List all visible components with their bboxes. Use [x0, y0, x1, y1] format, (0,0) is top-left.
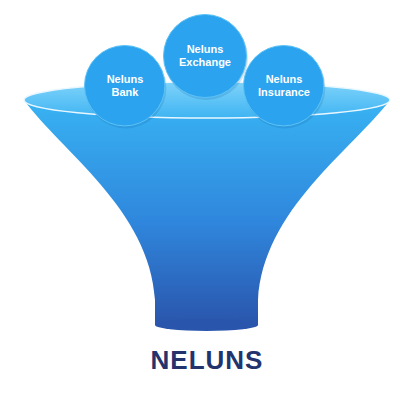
funnel-body [24, 100, 390, 325]
service-name: Neluns Exchange [175, 43, 235, 69]
circle-fill [85, 46, 165, 126]
service-name: Neluns Insurance [254, 73, 314, 99]
service-name: Neluns Bank [95, 73, 155, 99]
service-circle: Neluns Insurance [243, 45, 324, 126]
service-circle: Neluns Bank [84, 45, 165, 126]
logo-text: NELUNS [151, 345, 264, 376]
circle-fill [164, 15, 247, 98]
funnel-bottom [155, 319, 258, 331]
service-circle: Neluns Exchange [163, 14, 247, 98]
circle-fill [244, 46, 324, 126]
